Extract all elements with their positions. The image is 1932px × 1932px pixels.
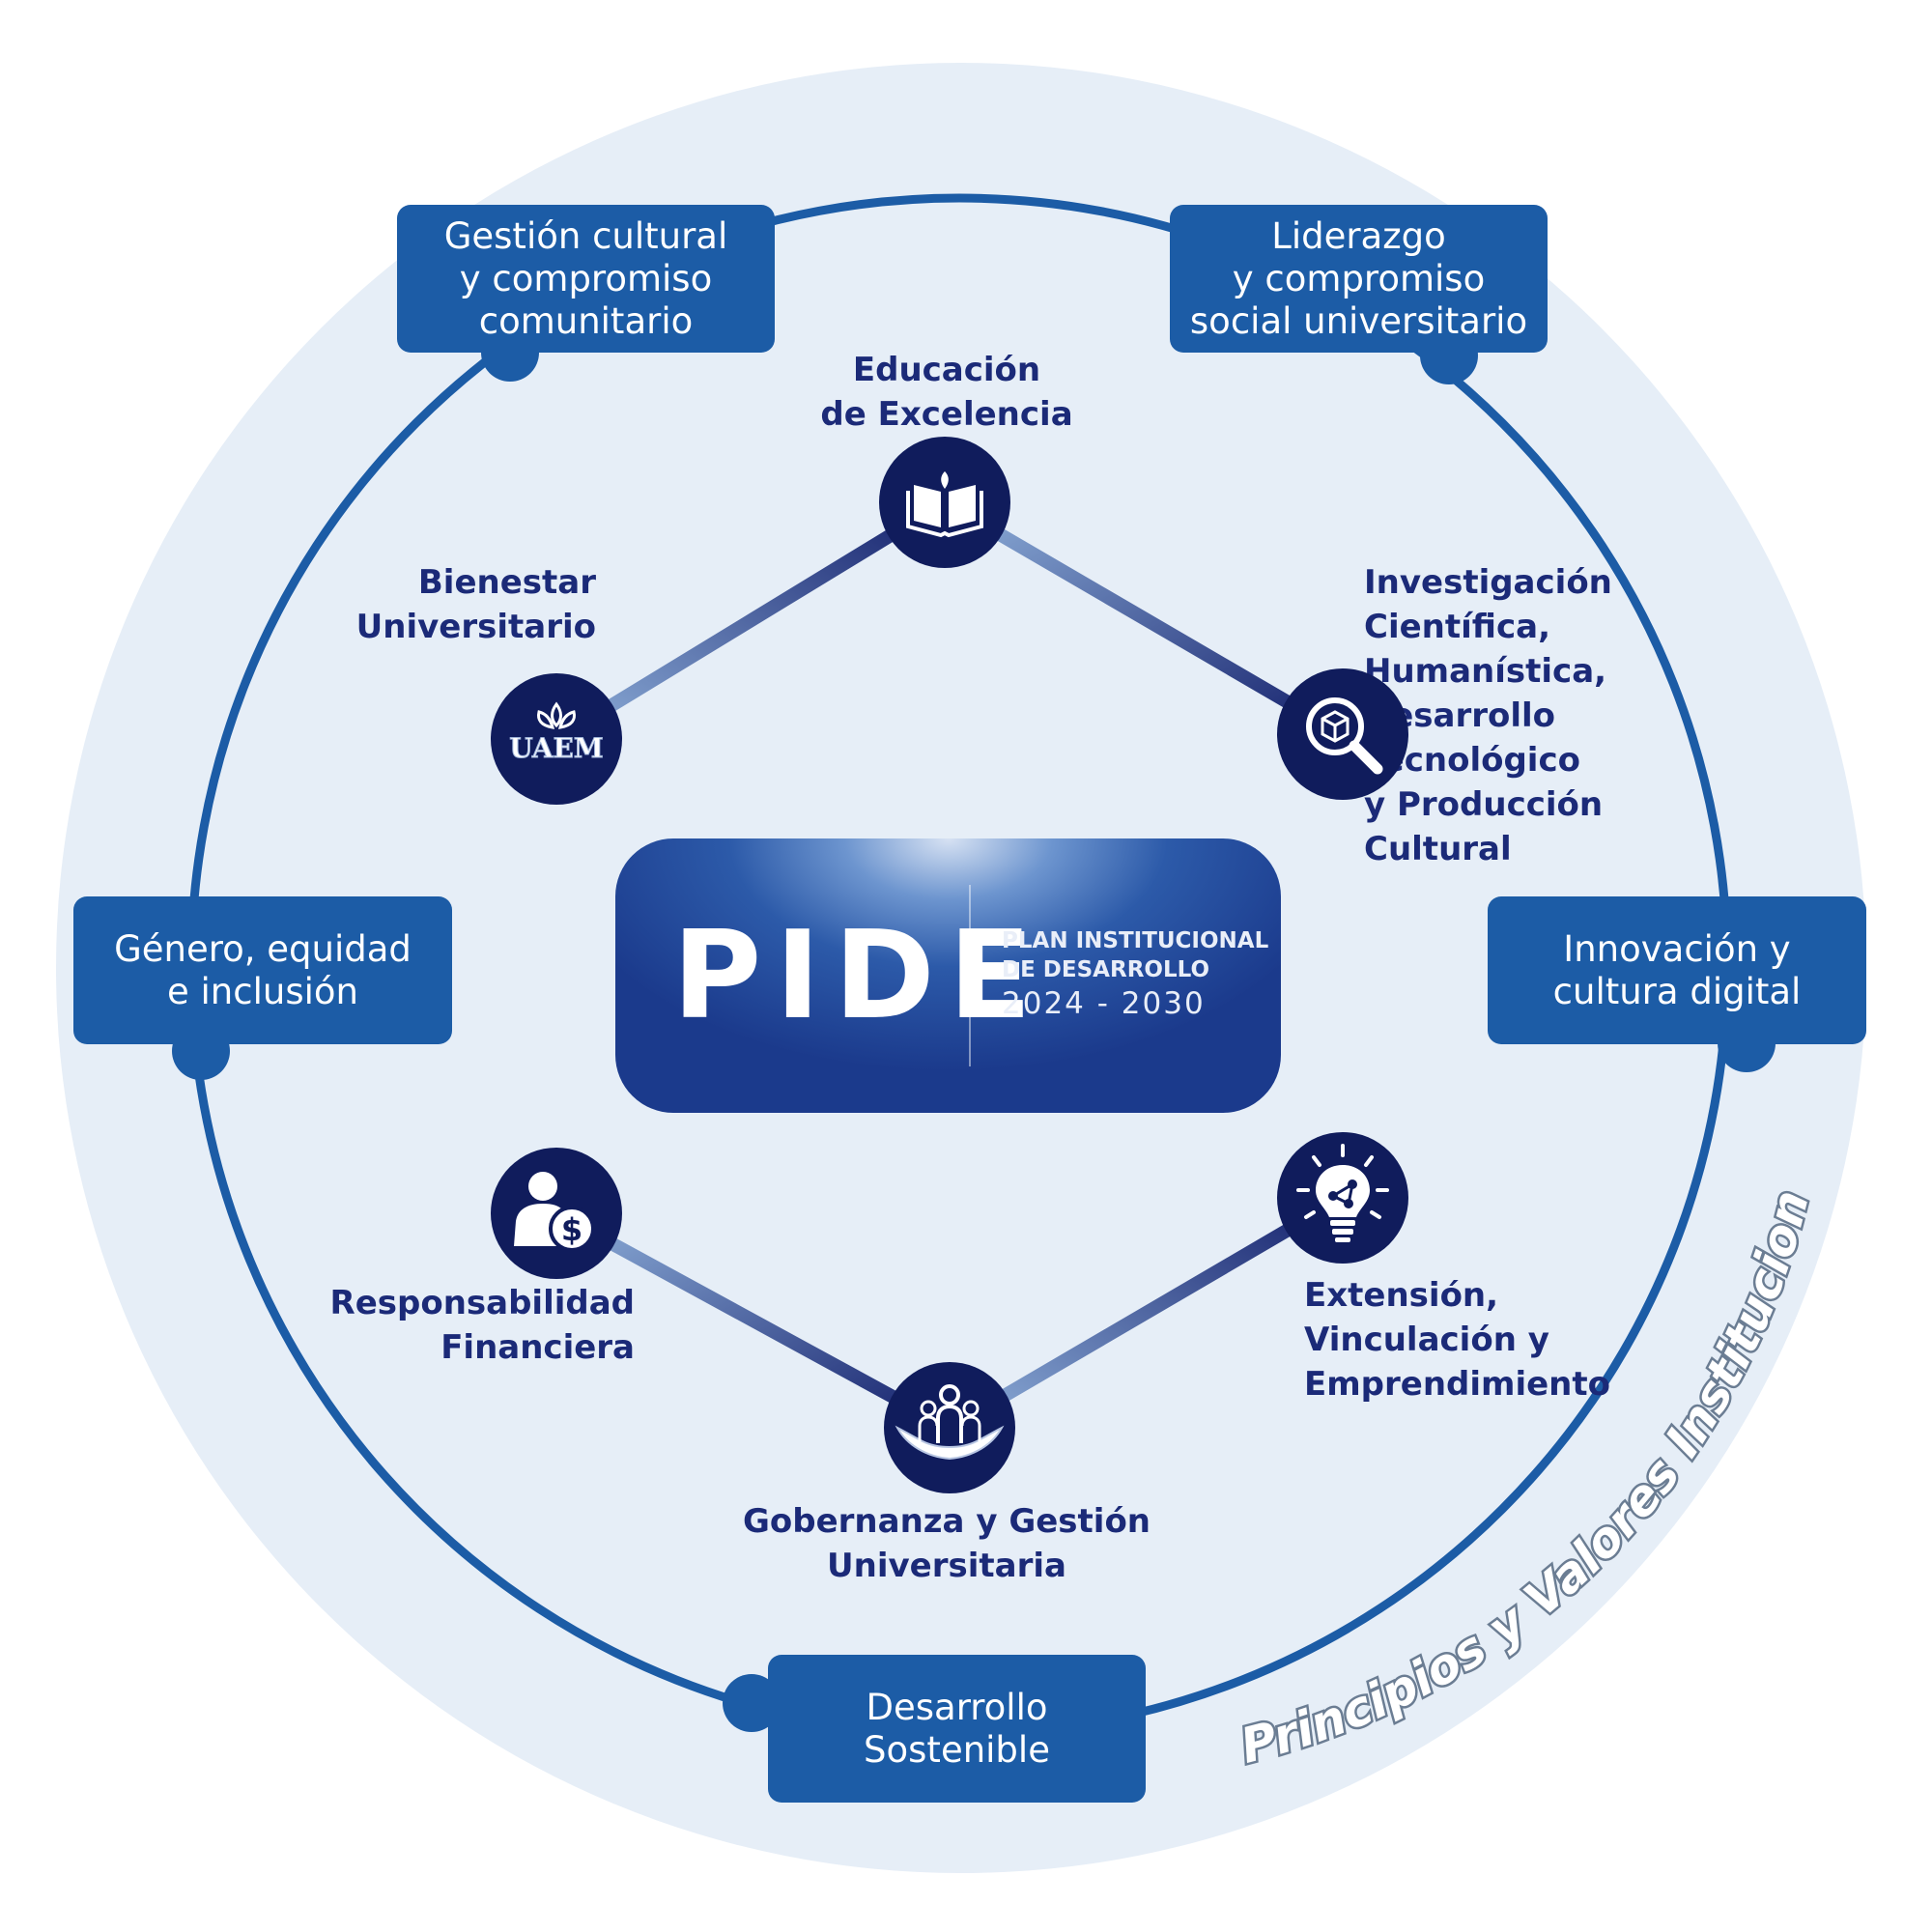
axis-label-gobernanza: Gobernanza y Gestión Universitaria — [742, 1502, 1151, 1585]
principle-gestion-cultural: Gestión cultural y compromiso comunitari… — [397, 205, 775, 353]
hands-people-icon — [895, 1384, 1005, 1461]
node-bienestar: UAEM — [491, 673, 622, 805]
node-educacion — [879, 437, 1010, 568]
axis-label-educacion: Educación de Excelencia — [820, 351, 1073, 434]
axis-label-bienestar: Bienestar Universitario — [355, 563, 596, 646]
svg-text:$: $ — [561, 1211, 582, 1248]
pide-center-card: PIDE PLAN INSTITUCIONAL DE DESARROLLO 20… — [615, 838, 1281, 1113]
node-investigacion — [1277, 668, 1408, 800]
node-gobernanza — [884, 1362, 1015, 1493]
person-money-icon: $ — [514, 1172, 595, 1252]
lightbulb-network-icon — [1296, 1144, 1389, 1242]
node-extension — [1277, 1132, 1408, 1264]
research-magnifier-icon — [1306, 697, 1383, 775]
pide-years: 2024 - 2030 — [1002, 986, 1206, 1021]
principle-liderazgo: Liderazgo y compromiso social universita… — [1170, 205, 1548, 353]
principle-desarrollo-sostenible: Desarrollo Sostenible — [768, 1655, 1146, 1803]
book-icon — [906, 471, 983, 538]
node-responsabilidad: $ — [491, 1148, 622, 1279]
principle-genero: Género, equidad e inclusión — [73, 896, 452, 1044]
axis-label-investigacion: Investigación Científica, Humanística, D… — [1364, 563, 1612, 868]
pide-subtitle-line2: DE DESARROLLO — [1002, 957, 1209, 982]
edge-educacion-investigacion — [941, 496, 1347, 741]
principle-innovacion: Innovación y cultura digital — [1488, 896, 1866, 1044]
pide-title: PIDE — [672, 904, 1045, 1046]
axis-label-responsabilidad: Responsabilidad Financiera — [329, 1284, 635, 1367]
uaem-logo-text: UAEM — [509, 732, 604, 764]
pide-divider — [969, 885, 971, 1066]
ring-dot-desarrollo-sostenible — [723, 1674, 781, 1732]
axis-label-extension: Extensión, Vinculación y Emprendimiento — [1304, 1276, 1610, 1404]
pide-subtitle-line1: PLAN INSTITUCIONAL — [1002, 928, 1269, 953]
edge-extension-gobernanza — [946, 1191, 1347, 1435]
edge-educacion-bienestar — [553, 497, 949, 745]
edge-responsabilidad-gobernanza — [553, 1207, 953, 1435]
uaem-logo-icon: UAEM — [509, 701, 604, 765]
